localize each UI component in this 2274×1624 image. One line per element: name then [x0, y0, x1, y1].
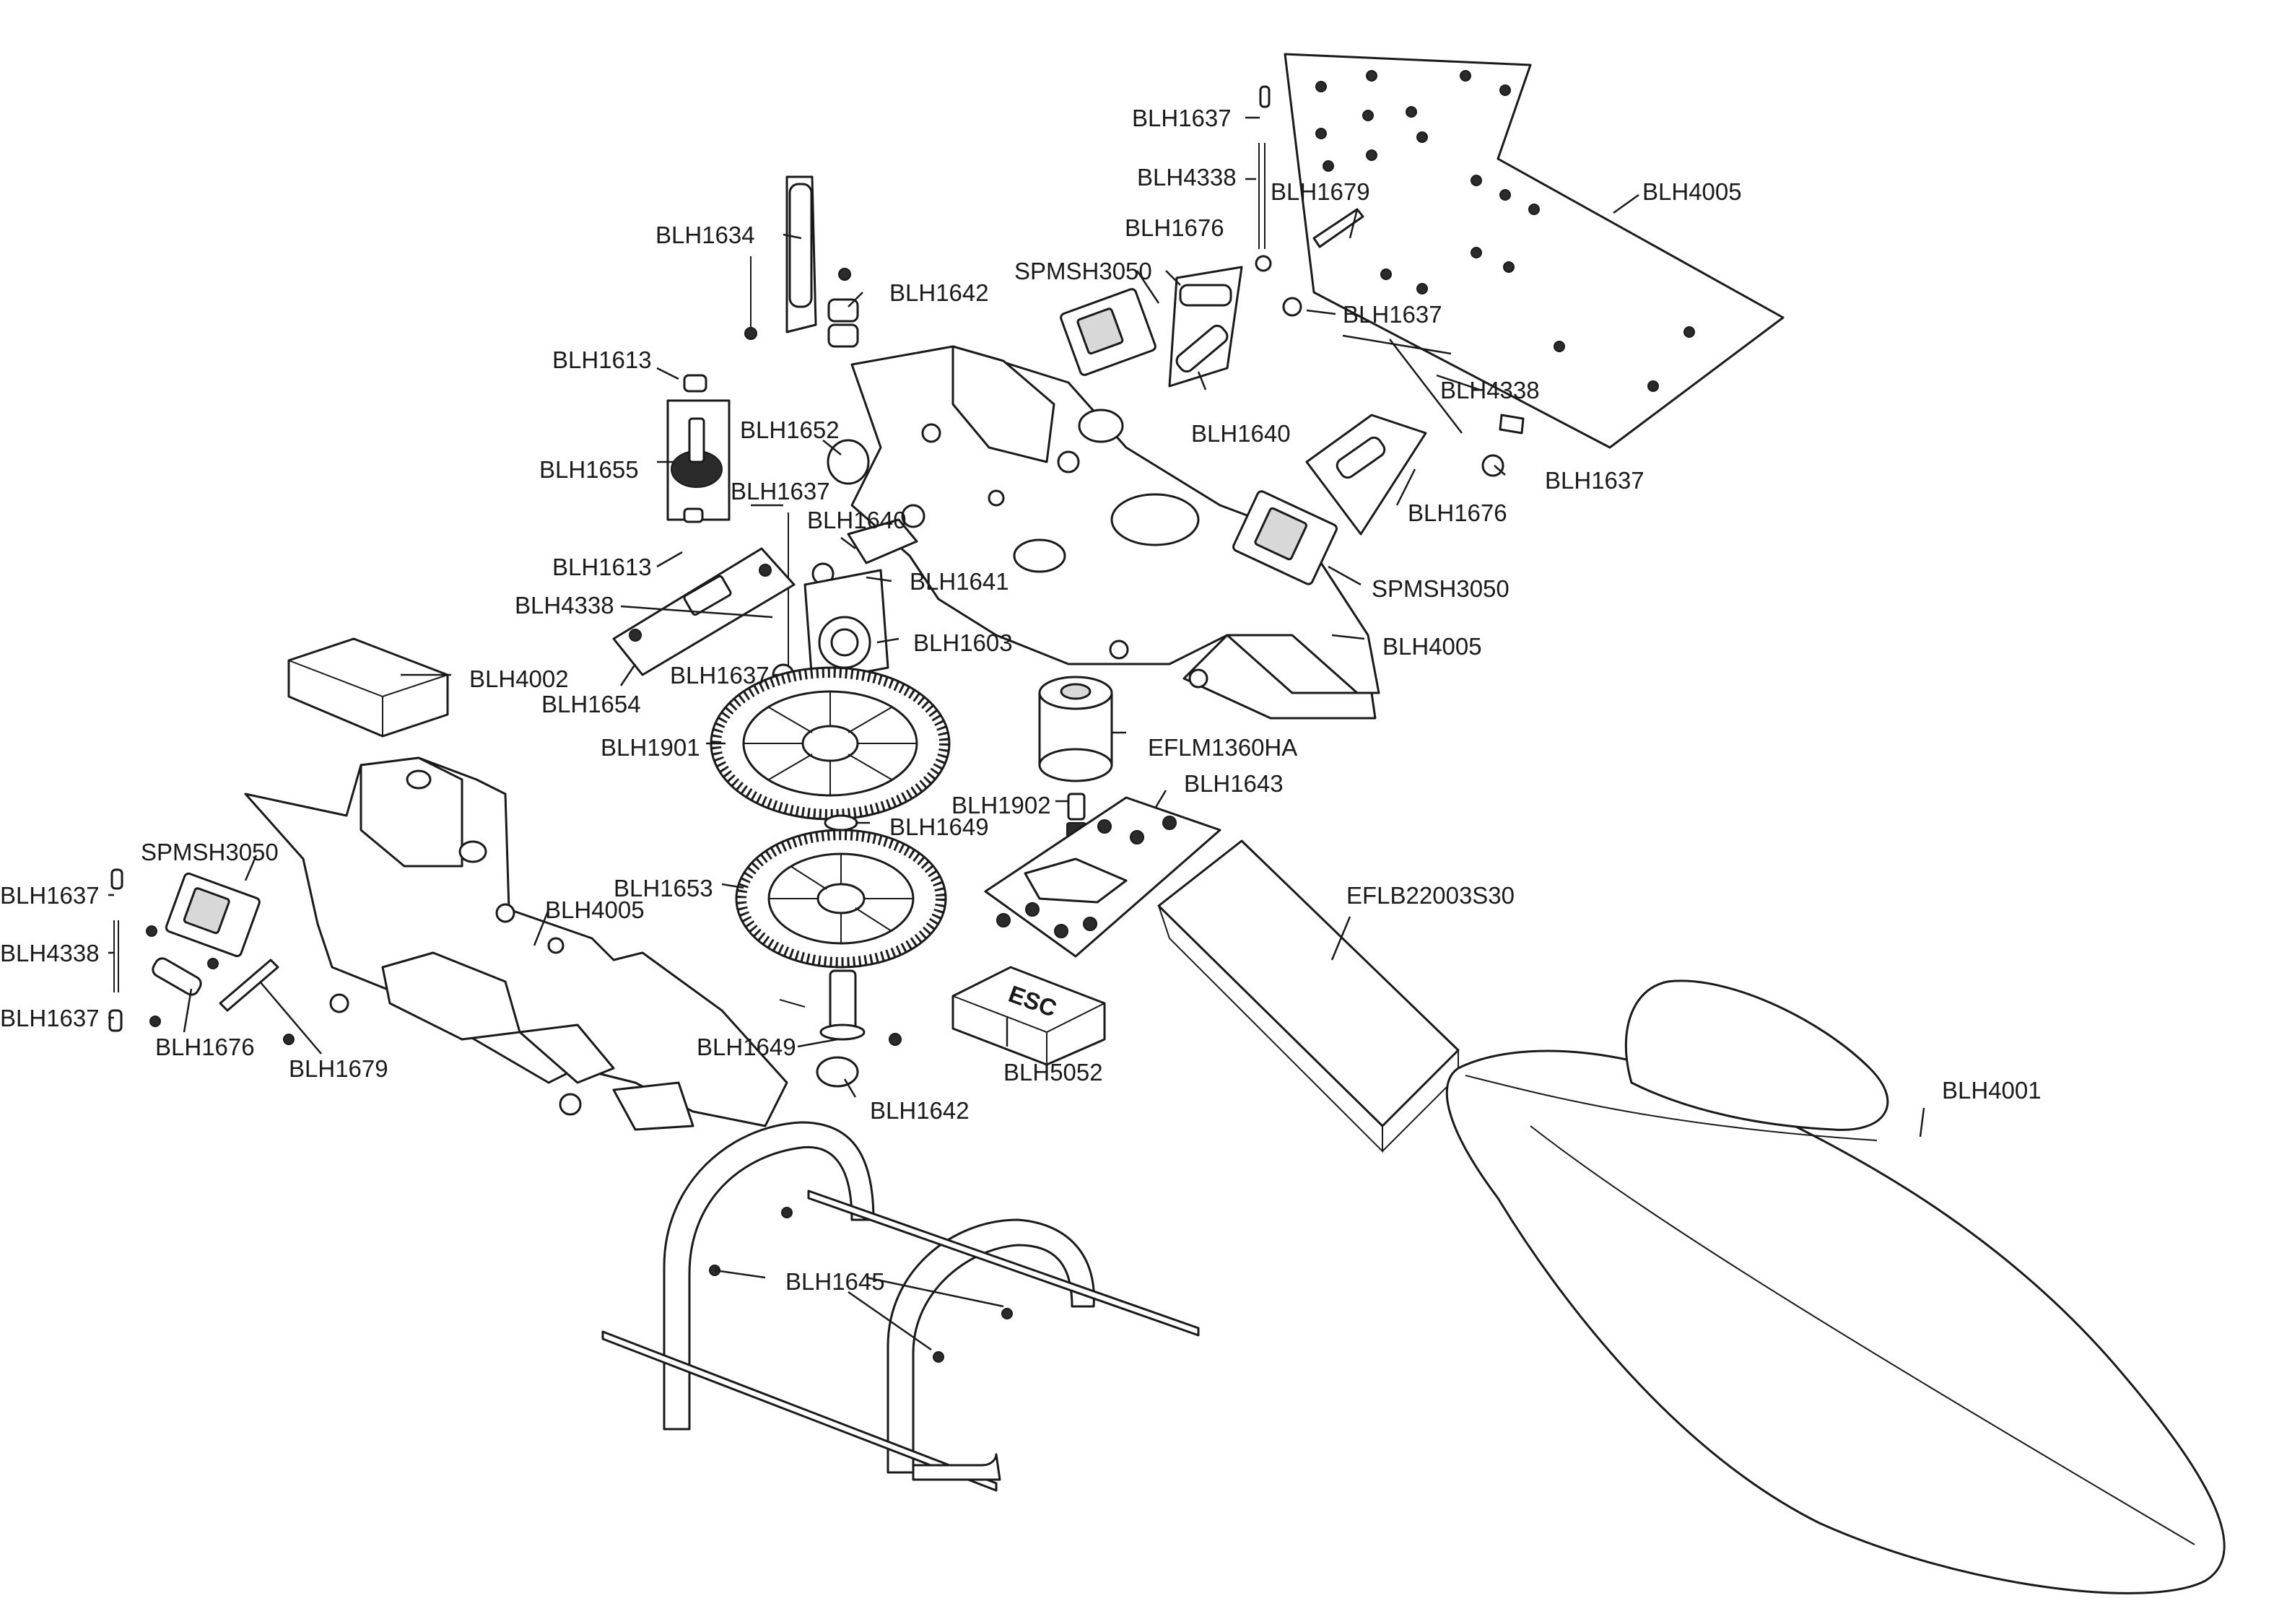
label-blh1652: BLH1652 — [740, 416, 840, 443]
label-blh4005-top: BLH4005 — [1642, 178, 1742, 205]
label-blh4005-left: BLH4005 — [545, 896, 645, 923]
bushing-blh1652 — [827, 439, 870, 485]
label-blh1637-mid: BLH1637 — [731, 478, 830, 505]
label-blh1603: BLH1603 — [913, 629, 1013, 656]
label-eflb22003s30: EFLB22003S30 — [1346, 882, 1515, 909]
label-blh1637-top: BLH1637 — [1132, 105, 1232, 131]
receiver-blh4002 — [287, 637, 449, 738]
label-blh1901: BLH1901 — [601, 734, 700, 761]
label-eflm1360ha: EFLM1360HA — [1148, 734, 1297, 761]
servo-left — [108, 868, 295, 1045]
part-labels: BLH4005 BLH1637 BLH4338 BLH1679 BLH1676 … — [0, 105, 2042, 1295]
label-blh4338-top: BLH4338 — [1137, 164, 1237, 191]
label-blh5052: BLH5052 — [1003, 1059, 1103, 1086]
label-blh4338-left: BLH4338 — [0, 940, 100, 966]
label-blh1637-left2: BLH1637 — [0, 1005, 100, 1031]
label-blh1640-top: BLH1640 — [1191, 420, 1291, 447]
label-spmsh3050-left: SPMSH3050 — [141, 839, 279, 865]
leader-lines — [108, 116, 1925, 1351]
label-blh1676-right: BLH1676 — [1408, 499, 1507, 526]
label-blh1613-bottom: BLH1613 — [552, 554, 652, 580]
label-blh4338-mid: BLH4338 — [515, 592, 614, 619]
label-blh1640-mid: BLH1640 — [807, 507, 907, 533]
pinion-assembly — [666, 374, 731, 523]
label-blh1902: BLH1902 — [951, 792, 1051, 818]
label-blh1637-top3: BLH1637 — [1545, 467, 1644, 494]
main-shaft-assembly — [744, 175, 859, 348]
servo-top — [1060, 288, 1156, 376]
label-blh1637-mid2: BLH1637 — [670, 662, 770, 689]
label-blh1653: BLH1653 — [614, 875, 713, 902]
label-blh1679-top: BLH1679 — [1271, 178, 1370, 205]
label-blh1676-left: BLH1676 — [155, 1034, 255, 1060]
esc-blh5052: ESC — [951, 966, 1106, 1066]
label-blh1654: BLH1654 — [541, 691, 641, 717]
plate-screws — [1315, 70, 1695, 392]
label-blh4001: BLH4001 — [1942, 1077, 2042, 1104]
label-blh4005-right: BLH4005 — [1382, 633, 1482, 660]
label-blh1642-top: BLH1642 — [889, 279, 989, 306]
label-blh1649-top: BLH1649 — [889, 813, 989, 840]
label-blh1655: BLH1655 — [539, 456, 639, 483]
main-gear-blh1653 — [735, 829, 947, 969]
label-blh1643: BLH1643 — [1184, 770, 1284, 797]
main-gear-blh1901 — [710, 666, 951, 821]
landing-gear-blh1645 — [601, 1121, 1200, 1492]
label-blh1637-left: BLH1637 — [0, 882, 100, 909]
tail-plate-blh4005 — [1284, 53, 1785, 449]
label-blh4338-top2: BLH4338 — [1440, 377, 1540, 403]
lower-shaft — [779, 969, 902, 1088]
servo-right — [1232, 414, 1427, 585]
label-spmsh3050-top: SPMSH3050 — [1014, 258, 1152, 284]
label-blh1649-bottom: BLH1649 — [697, 1034, 796, 1060]
label-blh1637-top2: BLH1637 — [1343, 301, 1442, 328]
label-blh1634: BLH1634 — [655, 222, 755, 248]
label-spmsh3050-right: SPMSH3050 — [1372, 575, 1510, 602]
main-frame-right — [850, 345, 1380, 720]
label-blh1641: BLH1641 — [910, 568, 1009, 595]
label-blh1645: BLH1645 — [785, 1268, 885, 1295]
washer-blh1649 — [824, 814, 858, 831]
motor-eflm1360ha — [1038, 676, 1113, 838]
motor-mount-blh1643 — [984, 796, 1221, 958]
label-blh1679-left: BLH1679 — [289, 1055, 388, 1082]
label-blh1642-bottom: BLH1642 — [870, 1097, 970, 1124]
label-blh1613-top: BLH1613 — [552, 346, 652, 373]
canopy-blh4001 — [1445, 979, 2226, 1594]
top-linkages — [1168, 85, 1525, 477]
label-blh1676-top: BLH1676 — [1125, 214, 1224, 241]
main-frame-left — [244, 756, 788, 1131]
label-blh4002: BLH4002 — [469, 665, 569, 692]
hub-assembly — [772, 504, 925, 686]
